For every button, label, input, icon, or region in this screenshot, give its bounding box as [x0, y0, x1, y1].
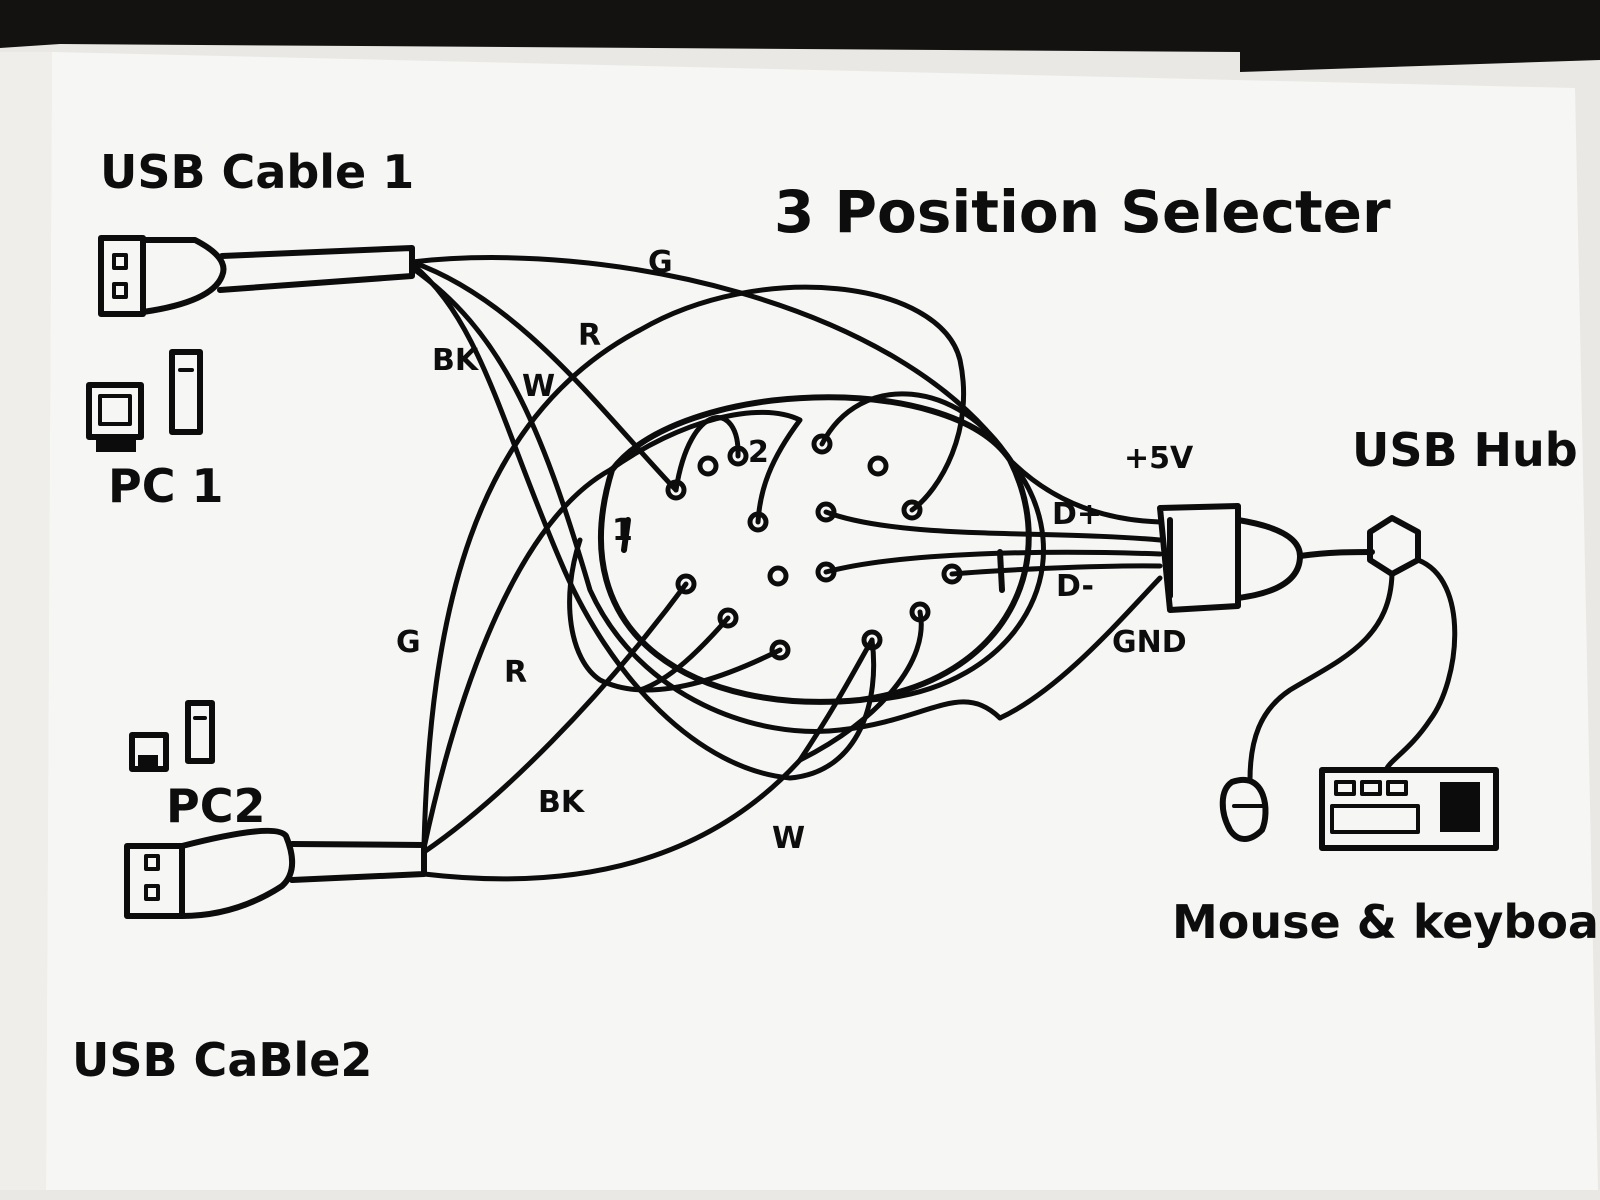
selector-pin — [767, 565, 789, 587]
wire-dplus — [823, 509, 1163, 543]
selector-mark-1: 1 — [612, 513, 633, 548]
paper-sheet — [46, 52, 1598, 1190]
selector-pin — [867, 455, 889, 477]
hub-connector-body — [1157, 503, 1241, 613]
usb-hub-label: USB Hub — [1352, 423, 1578, 477]
selector-pin — [697, 455, 719, 477]
wire-jumper — [567, 537, 783, 693]
usb-plug-2-body — [124, 843, 185, 919]
wire-label-r-top: R — [578, 318, 601, 353]
hub-link — [1297, 549, 1375, 559]
wire-vplus — [1007, 457, 1163, 525]
pc1-keyboard — [96, 438, 136, 452]
pc2-icon — [129, 700, 215, 772]
selector-pin — [675, 573, 697, 595]
wire-jumper — [797, 609, 924, 763]
wire-jumper — [637, 615, 731, 693]
keyboard-numpad — [1440, 782, 1480, 832]
keyboard-body — [1319, 767, 1499, 851]
wire-gnd-return — [997, 575, 1163, 721]
wire-r-cable2 — [421, 409, 803, 851]
usb-cable-1-label: USB Cable 1 — [100, 145, 414, 199]
hub-mouse-cord — [1247, 571, 1395, 783]
selector-position-mark — [621, 517, 631, 553]
usb-cable-1 — [98, 235, 415, 317]
pc2-monitor — [129, 732, 169, 772]
usb-plug-1-hood — [140, 237, 227, 315]
pin-label-dplus: D+ — [1052, 497, 1102, 532]
selector-pin — [769, 639, 791, 661]
pin-label-5v: +5V — [1124, 441, 1194, 476]
paper-left-edge — [0, 52, 52, 1190]
usb-plug-1-pin-a — [112, 253, 128, 270]
selector-outline — [598, 394, 1032, 705]
diagram-title: 3 Position Selecter — [774, 178, 1391, 246]
wire-jumper — [673, 415, 741, 493]
usb-plug-1-body — [98, 235, 146, 317]
wire-label-bk-bottom: BK — [538, 785, 586, 820]
pc2-keyboard — [138, 755, 158, 767]
selector-mark-2: 2 — [748, 435, 769, 470]
wire-label-w-top: W — [522, 369, 555, 404]
wire-gnd — [949, 563, 1163, 577]
pc1-icon — [86, 349, 203, 452]
hub-keyboard-cord — [1383, 557, 1458, 773]
wires — [409, 255, 1163, 882]
wire-label-w-bottom: W — [772, 821, 805, 856]
usb-plug-1-pin-b — [112, 282, 128, 299]
wire-label-g-top: G — [648, 245, 673, 280]
pc1-screen — [98, 394, 132, 426]
usb-cable-1-sheath — [217, 245, 415, 293]
mouse-keyboard-label: Mouse & keyboard — [1172, 895, 1600, 949]
selector-pin — [811, 433, 833, 455]
keyboard-icon — [1319, 767, 1499, 851]
pc2-label: PC2 — [166, 779, 265, 833]
mouse-body — [1219, 776, 1269, 842]
usb-plug-2-hood — [179, 827, 295, 919]
keyboard-key — [1386, 780, 1408, 796]
wire-jumper — [819, 391, 1013, 463]
usb-plug-2-pin-b — [144, 884, 160, 901]
wire-r-cable1 — [409, 259, 679, 493]
wire-label-g-bottom: G — [396, 625, 421, 660]
wire-label-r-bottom: R — [504, 655, 527, 690]
wire-dminus — [823, 549, 1163, 575]
selector-pin — [815, 501, 837, 523]
wire-g-cable2 — [421, 284, 967, 848]
usb-cable-2-label: USB CaBle2 — [72, 1033, 372, 1087]
wire-label-bk-top: BK — [432, 343, 480, 378]
keyboard-spacebar — [1330, 804, 1420, 834]
keyboard-key — [1334, 780, 1356, 796]
wire-bk-cable1 — [409, 261, 877, 781]
pc1-tower — [169, 349, 203, 435]
usb-plug-2-pin-a — [144, 854, 160, 871]
pin-label-dminus: D- — [1056, 569, 1094, 604]
keyboard-key — [1360, 780, 1382, 796]
wire-w-cable2 — [421, 637, 875, 882]
selector-pin — [717, 607, 739, 629]
selector-pin — [901, 499, 923, 521]
pc2-tower — [185, 700, 215, 764]
usb-hub — [1247, 515, 1458, 783]
pc1-label: PC 1 — [108, 459, 224, 513]
wire-bk-cable2 — [421, 581, 689, 855]
pc1-monitor — [86, 382, 144, 440]
pin-label-gnd: GND — [1112, 625, 1187, 660]
mouse-icon — [1219, 776, 1269, 842]
